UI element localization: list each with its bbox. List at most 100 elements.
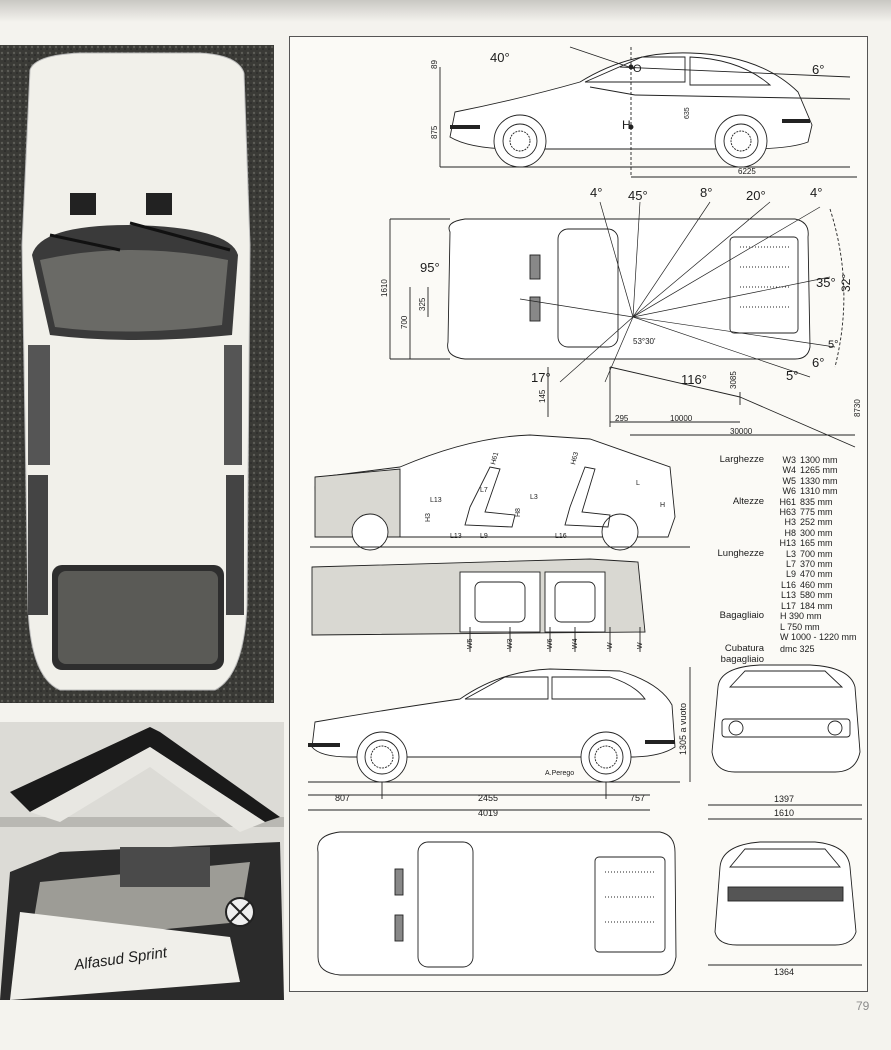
spec-item: L9 470 mm — [770, 569, 870, 579]
spec-item: L 750 mm — [770, 622, 870, 632]
plan-view-bottom — [317, 831, 677, 976]
floor-label-w4: W4 — [572, 638, 579, 649]
spec-group-name: Larghezze — [719, 454, 764, 465]
side-view-bottom: 1305 a vuoto A.Perego 807 2455 757 4019 — [308, 667, 691, 818]
spec-item: H 390 mm — [770, 611, 870, 621]
plan-dim-8730: 8730 — [853, 399, 862, 417]
plan-dim-145: 145 — [538, 389, 547, 403]
spec-value: L 750 mm — [780, 621, 820, 632]
overhead-car-photo — [0, 45, 274, 703]
spec-code: L16 — [780, 579, 796, 590]
spec-group-name: Bagagliaio — [719, 610, 764, 622]
bottom-height-label: 1305 a vuoto — [678, 703, 688, 755]
spec-group-name: Cubatura bagagliaio — [720, 643, 764, 665]
floor-label-w6: W6 — [547, 638, 554, 649]
plan-angle-1: 4° — [590, 185, 602, 200]
plan-angle-95: 95° — [420, 260, 440, 275]
plan-dim-30000: 30000 — [730, 427, 753, 436]
interior-label-l13a: L13 — [430, 497, 442, 504]
spec-code: H63 — [779, 507, 796, 518]
spec-code: L9 — [785, 569, 796, 580]
spec-item: L16 460 mm — [770, 580, 870, 590]
spec-value: 460 mm — [800, 579, 833, 590]
bottom-dim-wheelbase: 2455 — [478, 793, 498, 803]
spec-group-name: Lunghezze — [717, 547, 764, 559]
plan-dim-325: 325 — [418, 297, 427, 311]
spec-code — [770, 632, 780, 642]
spec-value: 1330 mm — [800, 475, 838, 486]
floor-label-w-a: W — [607, 642, 614, 649]
side-top-dim-635: 635 — [684, 107, 691, 119]
spec-group-name: Altezze — [732, 495, 764, 507]
page-number: 79 — [856, 999, 870, 1013]
side-top-dim-89: 89 — [430, 60, 439, 69]
spec-code: W5 — [782, 475, 797, 486]
plan-angle-35: 35° — [816, 275, 836, 290]
bottom-signature: A.Perego — [545, 770, 574, 777]
blueprint-panel: 40° 6° O H 89 875 635 6225 — [289, 36, 868, 992]
side-top-label-h: H — [622, 118, 631, 132]
spec-value: H 390 mm — [780, 611, 822, 622]
interior-label-l: L — [636, 480, 640, 487]
rear-dim-track: 1364 — [774, 967, 794, 977]
spec-code: W4 — [782, 465, 797, 476]
spec-value: 370 mm — [800, 559, 833, 570]
open-hatchback-photo: Alfasud Sprint — [0, 722, 284, 1000]
spec-item: W 1000 - 1220 mm — [770, 632, 870, 642]
page-top-shadow — [0, 0, 891, 22]
spec-value: dmc 325 — [780, 644, 815, 655]
interior-label-l3: L3 — [530, 494, 538, 501]
plan-angle-116: 116° — [681, 372, 707, 387]
spec-code: L7 — [785, 559, 796, 570]
spec-value: 775 mm — [800, 507, 833, 518]
spec-value: 184 mm — [800, 600, 833, 611]
spec-value: 1265 mm — [800, 465, 838, 476]
interior-label-h63: H63 — [570, 451, 580, 465]
interior-label-h8: H8 — [515, 508, 522, 517]
spec-item: L7 370 mm — [770, 559, 870, 569]
interior-label-l13b: L13 — [450, 533, 462, 540]
front-dim-track: 1397 — [774, 794, 794, 804]
interior-label-l9: L9 — [480, 533, 488, 540]
interior-label-l16: L16 — [555, 533, 567, 540]
interior-label-l7: L7 — [480, 487, 488, 494]
spec-value: 835 mm — [800, 496, 833, 507]
spec-value: 165 mm — [800, 538, 833, 549]
bottom-dim-rear: 757 — [630, 793, 645, 803]
spec-code: L3 — [785, 548, 796, 559]
interior-label-h61: H61 — [490, 451, 500, 465]
side-top-dim-6225: 6225 — [738, 167, 756, 176]
spec-value: 470 mm — [800, 569, 833, 580]
plan-angle-3: 8° — [700, 185, 712, 200]
plan-angle-5330: 53°30' — [633, 337, 656, 346]
plan-dim-1610: 1610 — [380, 279, 389, 297]
interior-label-h3: H3 — [425, 513, 432, 522]
plan-dim-700: 700 — [400, 315, 409, 329]
spec-item: dmc 325 — [770, 644, 870, 654]
floor-label-w5: W5 — [467, 638, 474, 649]
plan-angle-17: 17° — [531, 370, 551, 385]
side-top-angle-rear: 6° — [812, 62, 824, 77]
plan-dim-3085: 3085 — [729, 371, 738, 389]
spec-value: W 1000 - 1220 mm — [780, 631, 857, 642]
floor-plan: W5 W3 W6 W4 W W — [311, 558, 646, 652]
interior-label-h: H — [660, 502, 665, 509]
side-top-dim-875: 875 — [430, 125, 439, 139]
bottom-dim-total: 4019 — [478, 808, 498, 818]
plan-angle-2: 45° — [628, 188, 648, 203]
